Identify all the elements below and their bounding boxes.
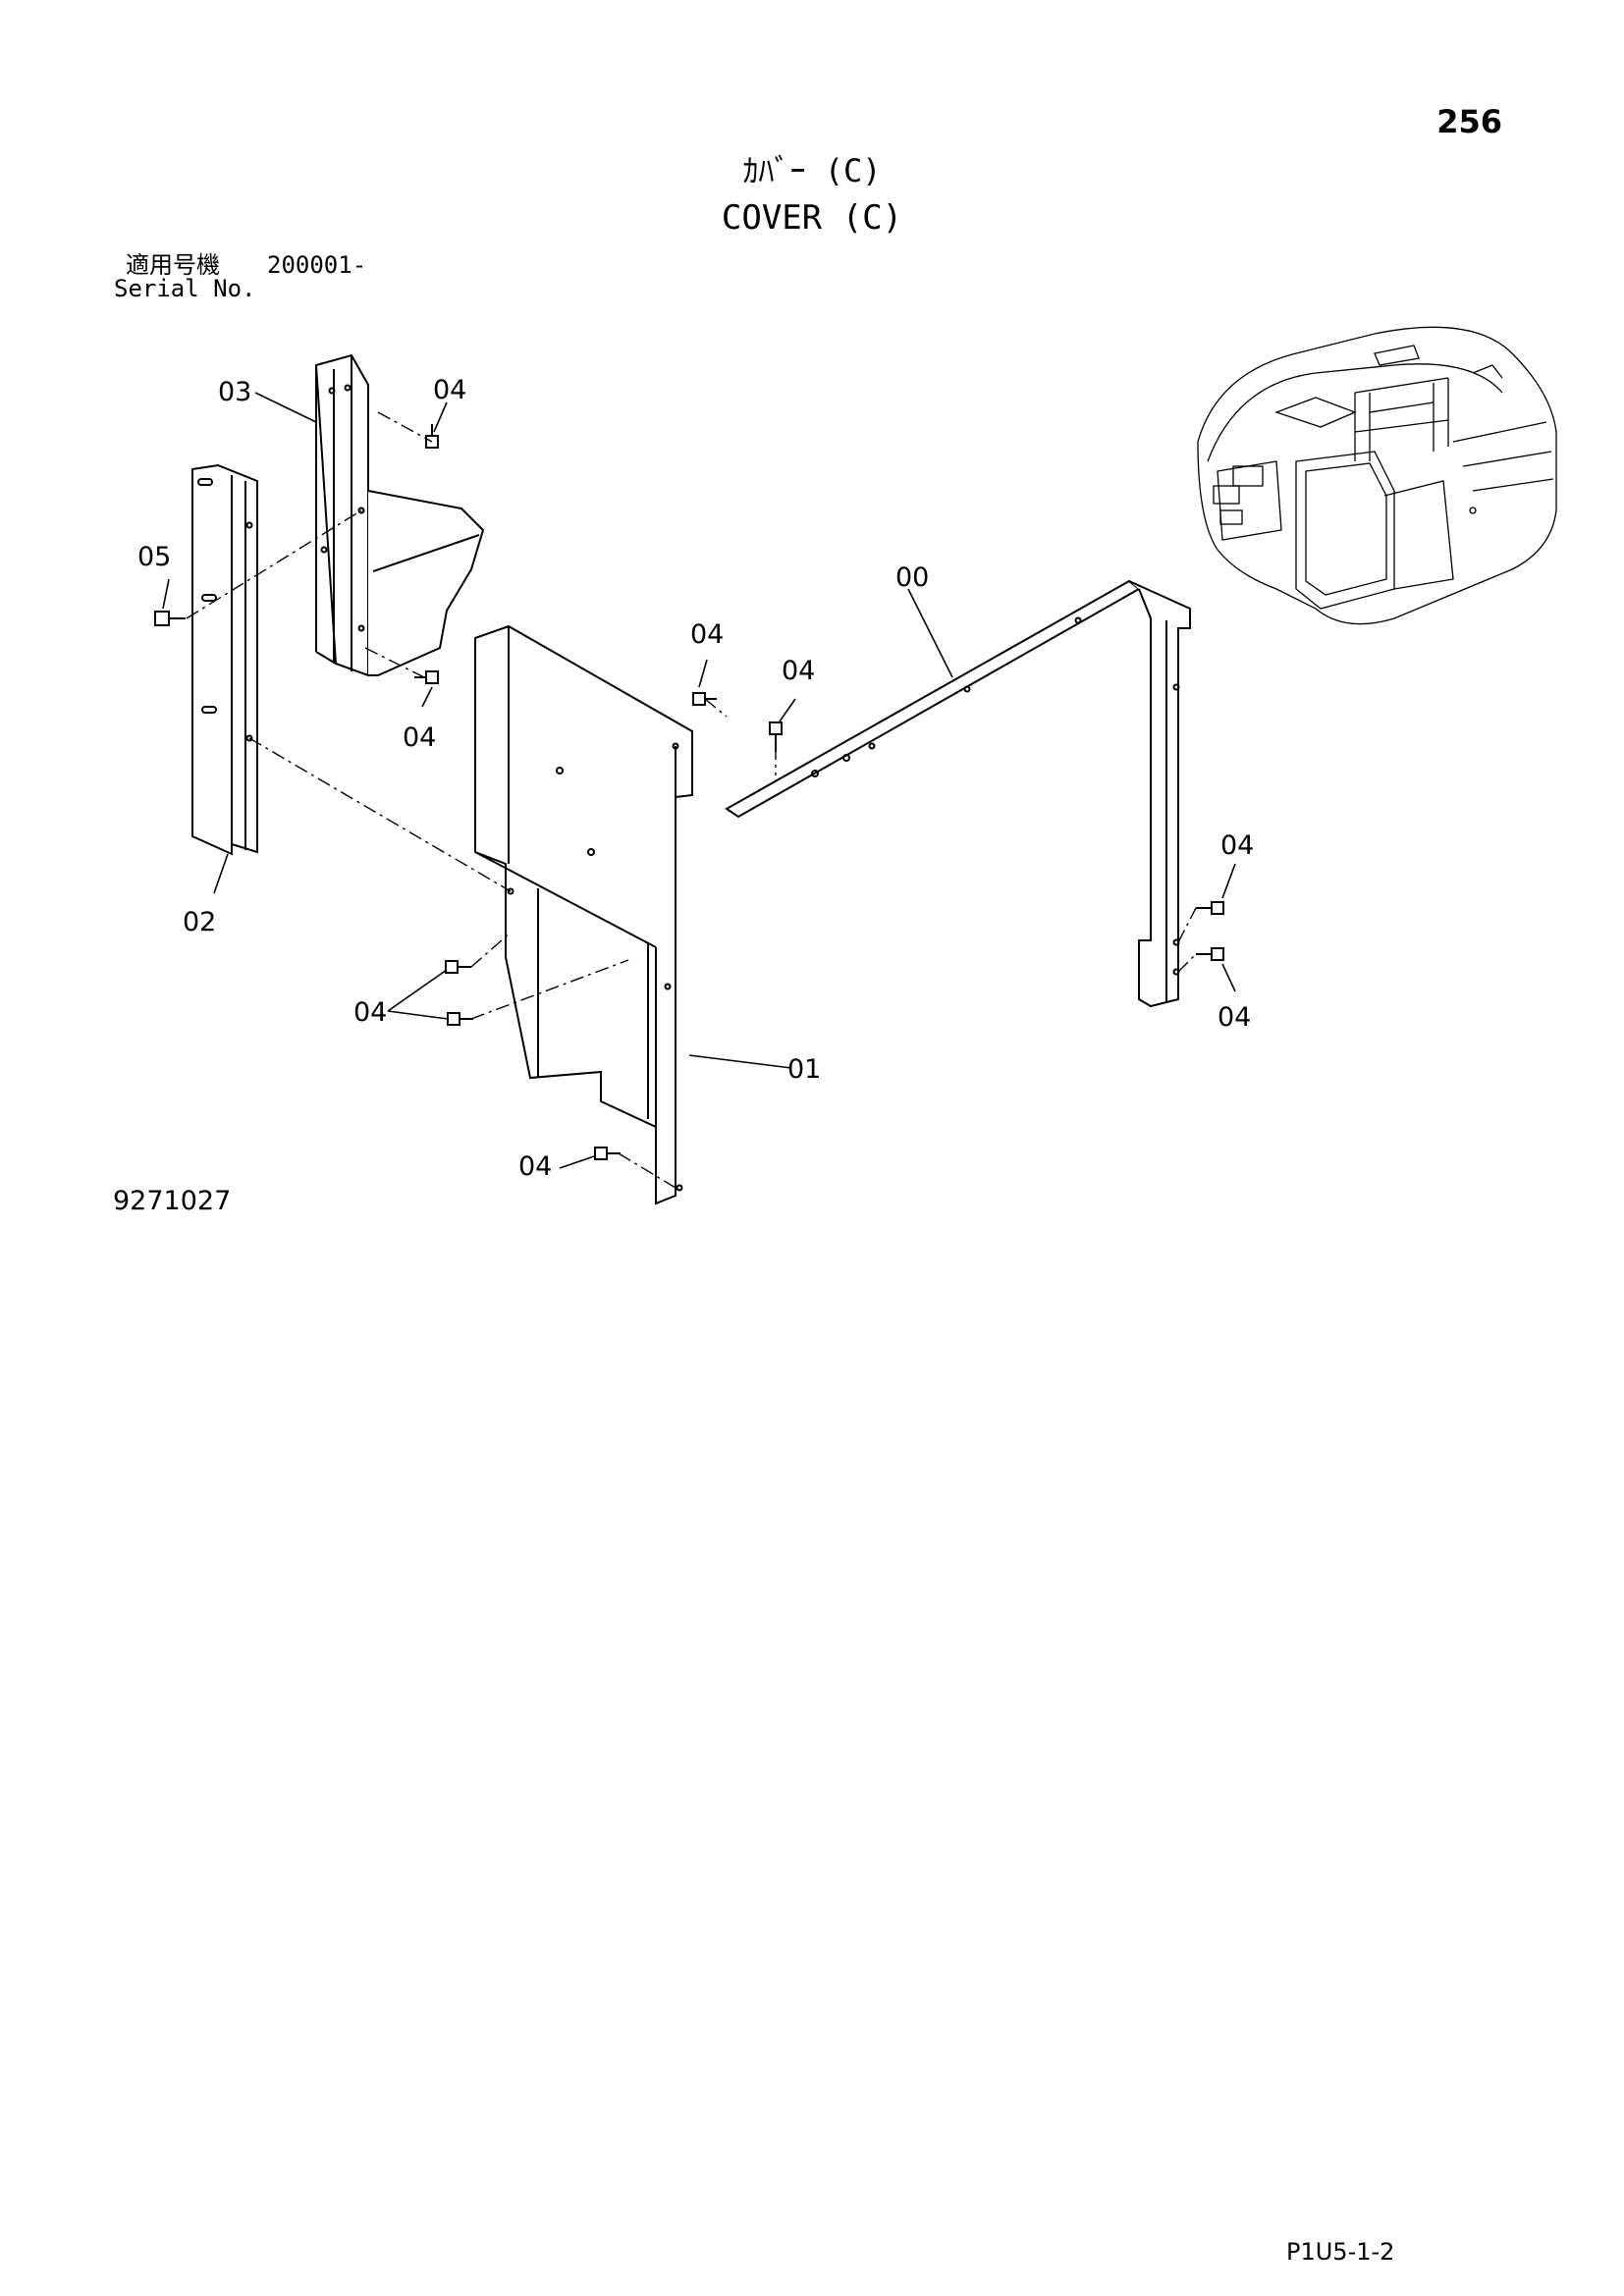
callout-04-bottom: 04 [518, 1151, 552, 1182]
callout-04-frame: 04 [782, 656, 815, 686]
callout-02: 02 [183, 907, 216, 937]
assembly-lines [186, 411, 1197, 1189]
callout-04-plate: 04 [690, 619, 724, 650]
callout-05: 05 [137, 542, 171, 572]
leader-lines [162, 392, 1236, 1169]
callout-04-top: 04 [433, 375, 466, 405]
callout-04-leg-upper: 04 [1220, 830, 1254, 861]
title-japanese: ｶﾊﾞｰ (C) [742, 152, 882, 189]
callout-01: 01 [787, 1054, 821, 1085]
callout-03: 03 [218, 377, 251, 407]
callout-labels: 03 04 05 04 04 04 00 04 04 02 04 01 04 [137, 375, 1254, 1182]
callout-00: 00 [895, 562, 929, 593]
part-01-cover-plate [474, 624, 693, 1205]
serial-label-japanese: 適用号機 [126, 251, 220, 279]
part-03-bracket [314, 353, 485, 677]
excavator-thumbnail [1197, 326, 1557, 625]
callout-04-lower-left: 04 [353, 997, 387, 1028]
callout-04-leg-lower: 04 [1218, 1002, 1251, 1033]
callout-04-bracket: 04 [403, 722, 436, 753]
part-00-frame [725, 579, 1191, 1008]
part-02-strip [191, 463, 258, 856]
serial-label-english: Serial No. [114, 275, 256, 302]
title-english: COVER (C) [721, 198, 903, 238]
serial-number-range: 200001- [267, 251, 367, 279]
sheet-code: P1U5-1-2 [1286, 2238, 1395, 2266]
page-number: 256 [1436, 103, 1502, 140]
drawing-number: 9271027 [113, 1186, 232, 1216]
